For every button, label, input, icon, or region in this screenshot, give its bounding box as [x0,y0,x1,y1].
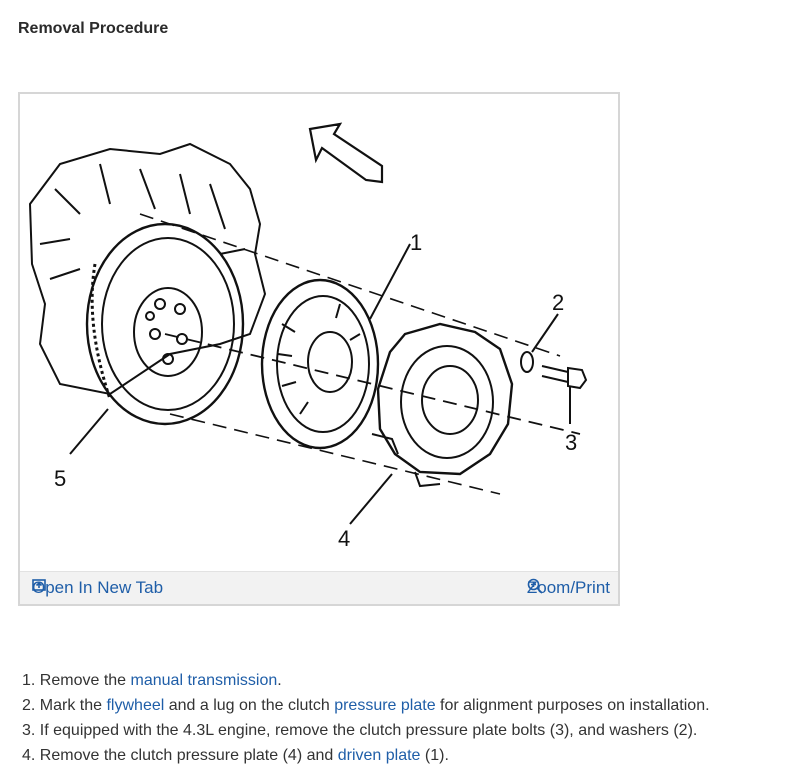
clutch-exploded-diagram: 1 2 3 4 5 [28,122,588,551]
washer [520,351,534,373]
step-text: and a lug on the clutch [164,697,335,714]
callout-3: 3 [565,430,577,455]
step-text: If equipped with the 4.3L engine, remove… [39,722,698,739]
engine-block [28,142,267,396]
direction-arrow [308,122,384,184]
callout-4: 4 [338,526,350,551]
pressure-plate-link[interactable]: pressure plate [334,697,436,714]
step-number: 3. [22,722,36,739]
list-item: 2. Mark the flywheel and a lug on the cl… [22,693,710,718]
list-item: 1. Remove the manual transmission. [22,668,710,693]
callout-1: 1 [410,230,422,255]
manual-transmission-link[interactable]: manual transmission [130,672,278,689]
open-in-new-tab-label: Open In New Tab [32,578,164,597]
step-number: 2. [22,697,36,714]
zoom-print-button[interactable]: Zoom/Print [527,578,610,598]
step-text: . [277,672,282,689]
flywheel [85,222,245,426]
callout-2: 2 [552,290,564,315]
step-text: Mark the [39,697,107,714]
list-item: 3. If equipped with the 4.3L engine, rem… [22,718,710,743]
step-number: 4. [22,747,36,764]
step-text: (1). [420,747,449,764]
open-in-new-tab-icon [32,579,46,591]
driven-plate [260,278,380,450]
zoom-print-label: Zoom/Print [526,578,610,597]
pressure-plate [376,322,514,476]
step-text: for alignment purposes on installation. [435,697,710,714]
list-item: 4. Remove the clutch pressure plate (4) … [22,743,710,768]
step-number: 1. [22,672,36,689]
bolt [541,365,588,390]
zoom-in-icon [527,578,543,594]
figure-toolbar: Open In New Tab Zoom/Print [20,571,618,604]
step-text: Remove the clutch pressure plate (4) and [39,747,338,764]
flywheel-link[interactable]: flywheel [106,697,165,714]
removal-steps-list: 1. Remove the manual transmission. 2. Ma… [22,668,710,768]
driven-plate-link[interactable]: driven plate [337,747,421,764]
page-title: Removal Procedure [18,20,169,37]
clutch-diagram-figure: 1 2 3 4 5 Open In New Tab Zoom/Print [18,92,620,606]
callout-5: 5 [54,466,66,491]
open-in-new-tab-button[interactable]: Open In New Tab [32,578,163,598]
step-text: Remove the [39,672,131,689]
